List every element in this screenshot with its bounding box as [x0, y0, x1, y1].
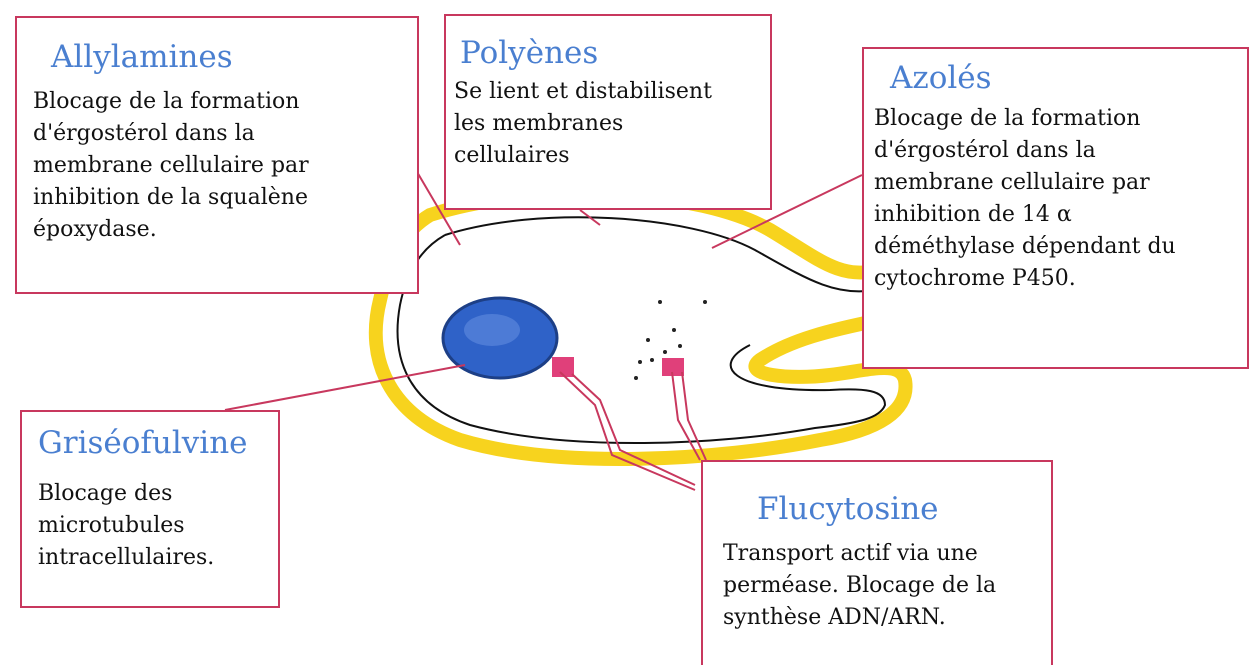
azoles-box: Azolés Blocage de la formation d'érgosté… — [862, 47, 1249, 369]
allylamines-description: Blocage de la formation d'érgostérol dan… — [33, 86, 417, 246]
nucleus-highlight — [464, 314, 520, 346]
griseofulvine-description: Blocage des microtubules intracellulaire… — [38, 478, 278, 574]
flucytosine-title: Flucytosine — [757, 492, 1051, 526]
griseofulvine-box: Griséofulvine Blocage des microtubules i… — [20, 410, 280, 608]
polyenes-box: Polyènes Se lient et distabilisent les m… — [444, 14, 772, 210]
polyenes-description: Se lient et distabilisent les membranes … — [454, 76, 770, 172]
azoles-title: Azolés — [890, 61, 1247, 95]
griseofulvine-title: Griséofulvine — [38, 426, 278, 460]
flucytosine-description: Transport actif via une perméase. Blocag… — [723, 538, 1051, 634]
allylamines-title: Allylamines — [51, 40, 417, 74]
flucytosine-box: Flucytosine Transport actif via une perm… — [701, 460, 1053, 665]
allylamines-box: Allylamines Blocage de la formation d'ér… — [15, 16, 419, 294]
polyenes-title: Polyènes — [460, 36, 770, 70]
azoles-description: Blocage de la formation d'érgostérol dan… — [874, 103, 1247, 295]
